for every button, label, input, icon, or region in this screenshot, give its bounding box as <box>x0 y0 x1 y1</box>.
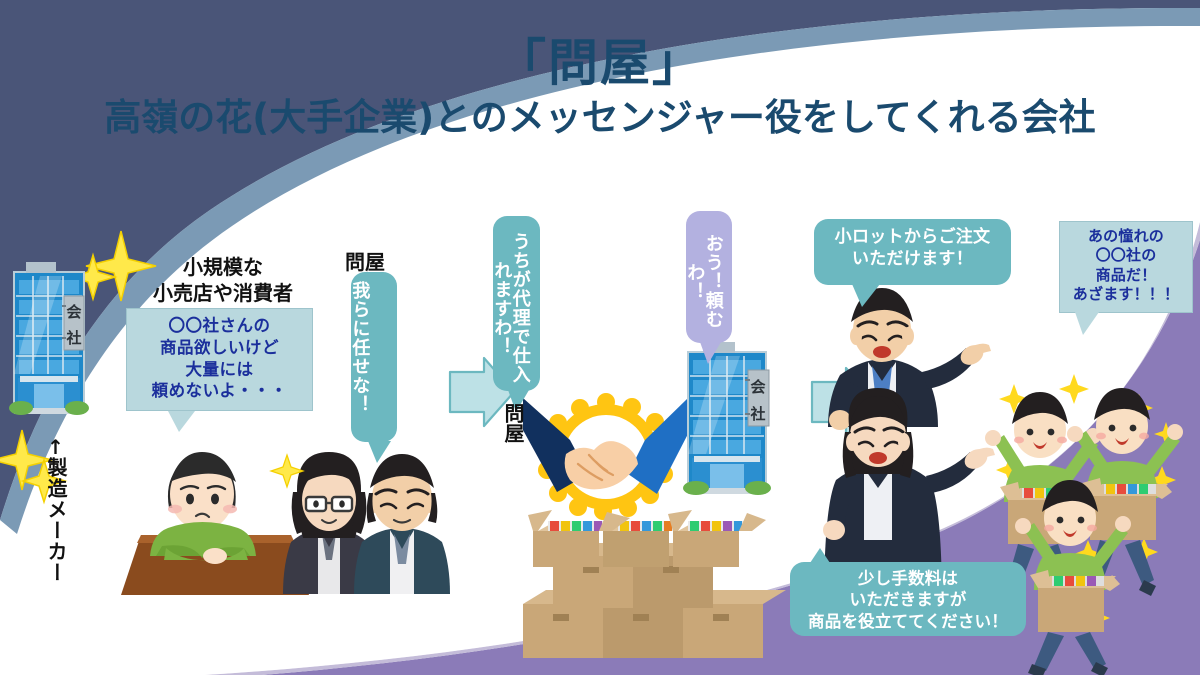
consumer-group-label: 小規模な 小売店や消費者 <box>153 255 293 305</box>
speech-bubble-consumer: 〇〇社さんの 商品欲しいけど 大量には 頼めないよ・・・ <box>126 308 313 411</box>
svg-text:会: 会 <box>750 378 765 396</box>
speech-bubble-wholesaler-reply-tail <box>368 441 391 463</box>
worried-person-icon <box>121 452 309 595</box>
svg-text:社: 社 <box>65 329 81 347</box>
businesswoman-icon <box>283 452 375 594</box>
office-building-icon: 会 社 <box>9 262 89 415</box>
page-title: 「問屋」 <box>496 34 704 92</box>
svg-text:会: 会 <box>66 303 81 321</box>
manufacturer-label-text: 製造メーカー <box>44 457 68 583</box>
speech-bubble-fee-tail <box>808 548 832 566</box>
speech-bubble-small-lot: 小ロットからご注文 いただけます！ <box>814 219 1011 285</box>
slide-title-block: 「問屋」 高嶺の花(大手企業)とのメッセンジャー役をしてくれる会社 <box>0 36 1200 139</box>
speech-bubble-consumer-text: 〇〇社さんの 商品欲しいけど 大量には 頼めないよ・・・ <box>151 317 288 401</box>
speech-bubble-maker-ok-tail <box>700 342 721 364</box>
speech-bubble-fee: 少し手数料は いただきますが 商品を役立ててください！ <box>790 562 1026 636</box>
speech-bubble-wholesaler-reply: 我らに任せな！ <box>350 272 397 442</box>
speech-bubble-admire: あの憧れの 〇〇社の 商品だ！ あざます！！！ <box>1059 221 1193 313</box>
cheering-people-icon <box>985 374 1183 675</box>
speech-bubble-small-lot-tail <box>852 284 880 307</box>
speech-bubble-maker-ok-text: おう！頼むわ！ <box>685 234 724 329</box>
speech-bubble-small-lot-text: 小ロットからご注文 いただけます！ <box>834 227 991 269</box>
speech-bubble-agent-text: うちが代理で仕入れますわ！ <box>492 232 531 384</box>
speech-bubble-wholesaler-reply-text: 我らに任せな！ <box>350 281 371 414</box>
businessman-icon <box>269 453 450 594</box>
cardboard-boxes-icon <box>523 510 786 658</box>
svg-text:社: 社 <box>749 405 765 423</box>
speech-bubble-fee-text: 少し手数料は いただきますが 商品を役立ててください！ <box>808 570 1008 631</box>
speech-bubble-maker-ok: おう！頼むわ！ <box>685 211 732 343</box>
handshake-icon <box>523 393 690 520</box>
speech-bubble-agent-tail <box>508 390 529 412</box>
office-building-icon: 会 社 <box>683 342 771 495</box>
manufacturer-label: ↑ 製造メーカー <box>44 435 68 586</box>
page-subtitle: 高嶺の花(大手企業)とのメッセンジャー役をしてくれる会社 <box>104 96 1096 139</box>
wholesaler-label-middle: 問屋 <box>501 403 525 443</box>
speech-bubble-admire-text: あの憧れの 〇〇社の 商品だ！ あざます！！！ <box>1072 228 1180 304</box>
speech-bubble-agent: うちが代理で仕入れますわ！ <box>492 216 540 391</box>
speech-bubble-consumer-tail <box>168 411 195 432</box>
wholesaler-label-top: 問屋 <box>345 250 385 274</box>
speech-bubble-admire-tail <box>1075 312 1099 335</box>
up-arrow-icon: ↑ <box>47 435 65 459</box>
